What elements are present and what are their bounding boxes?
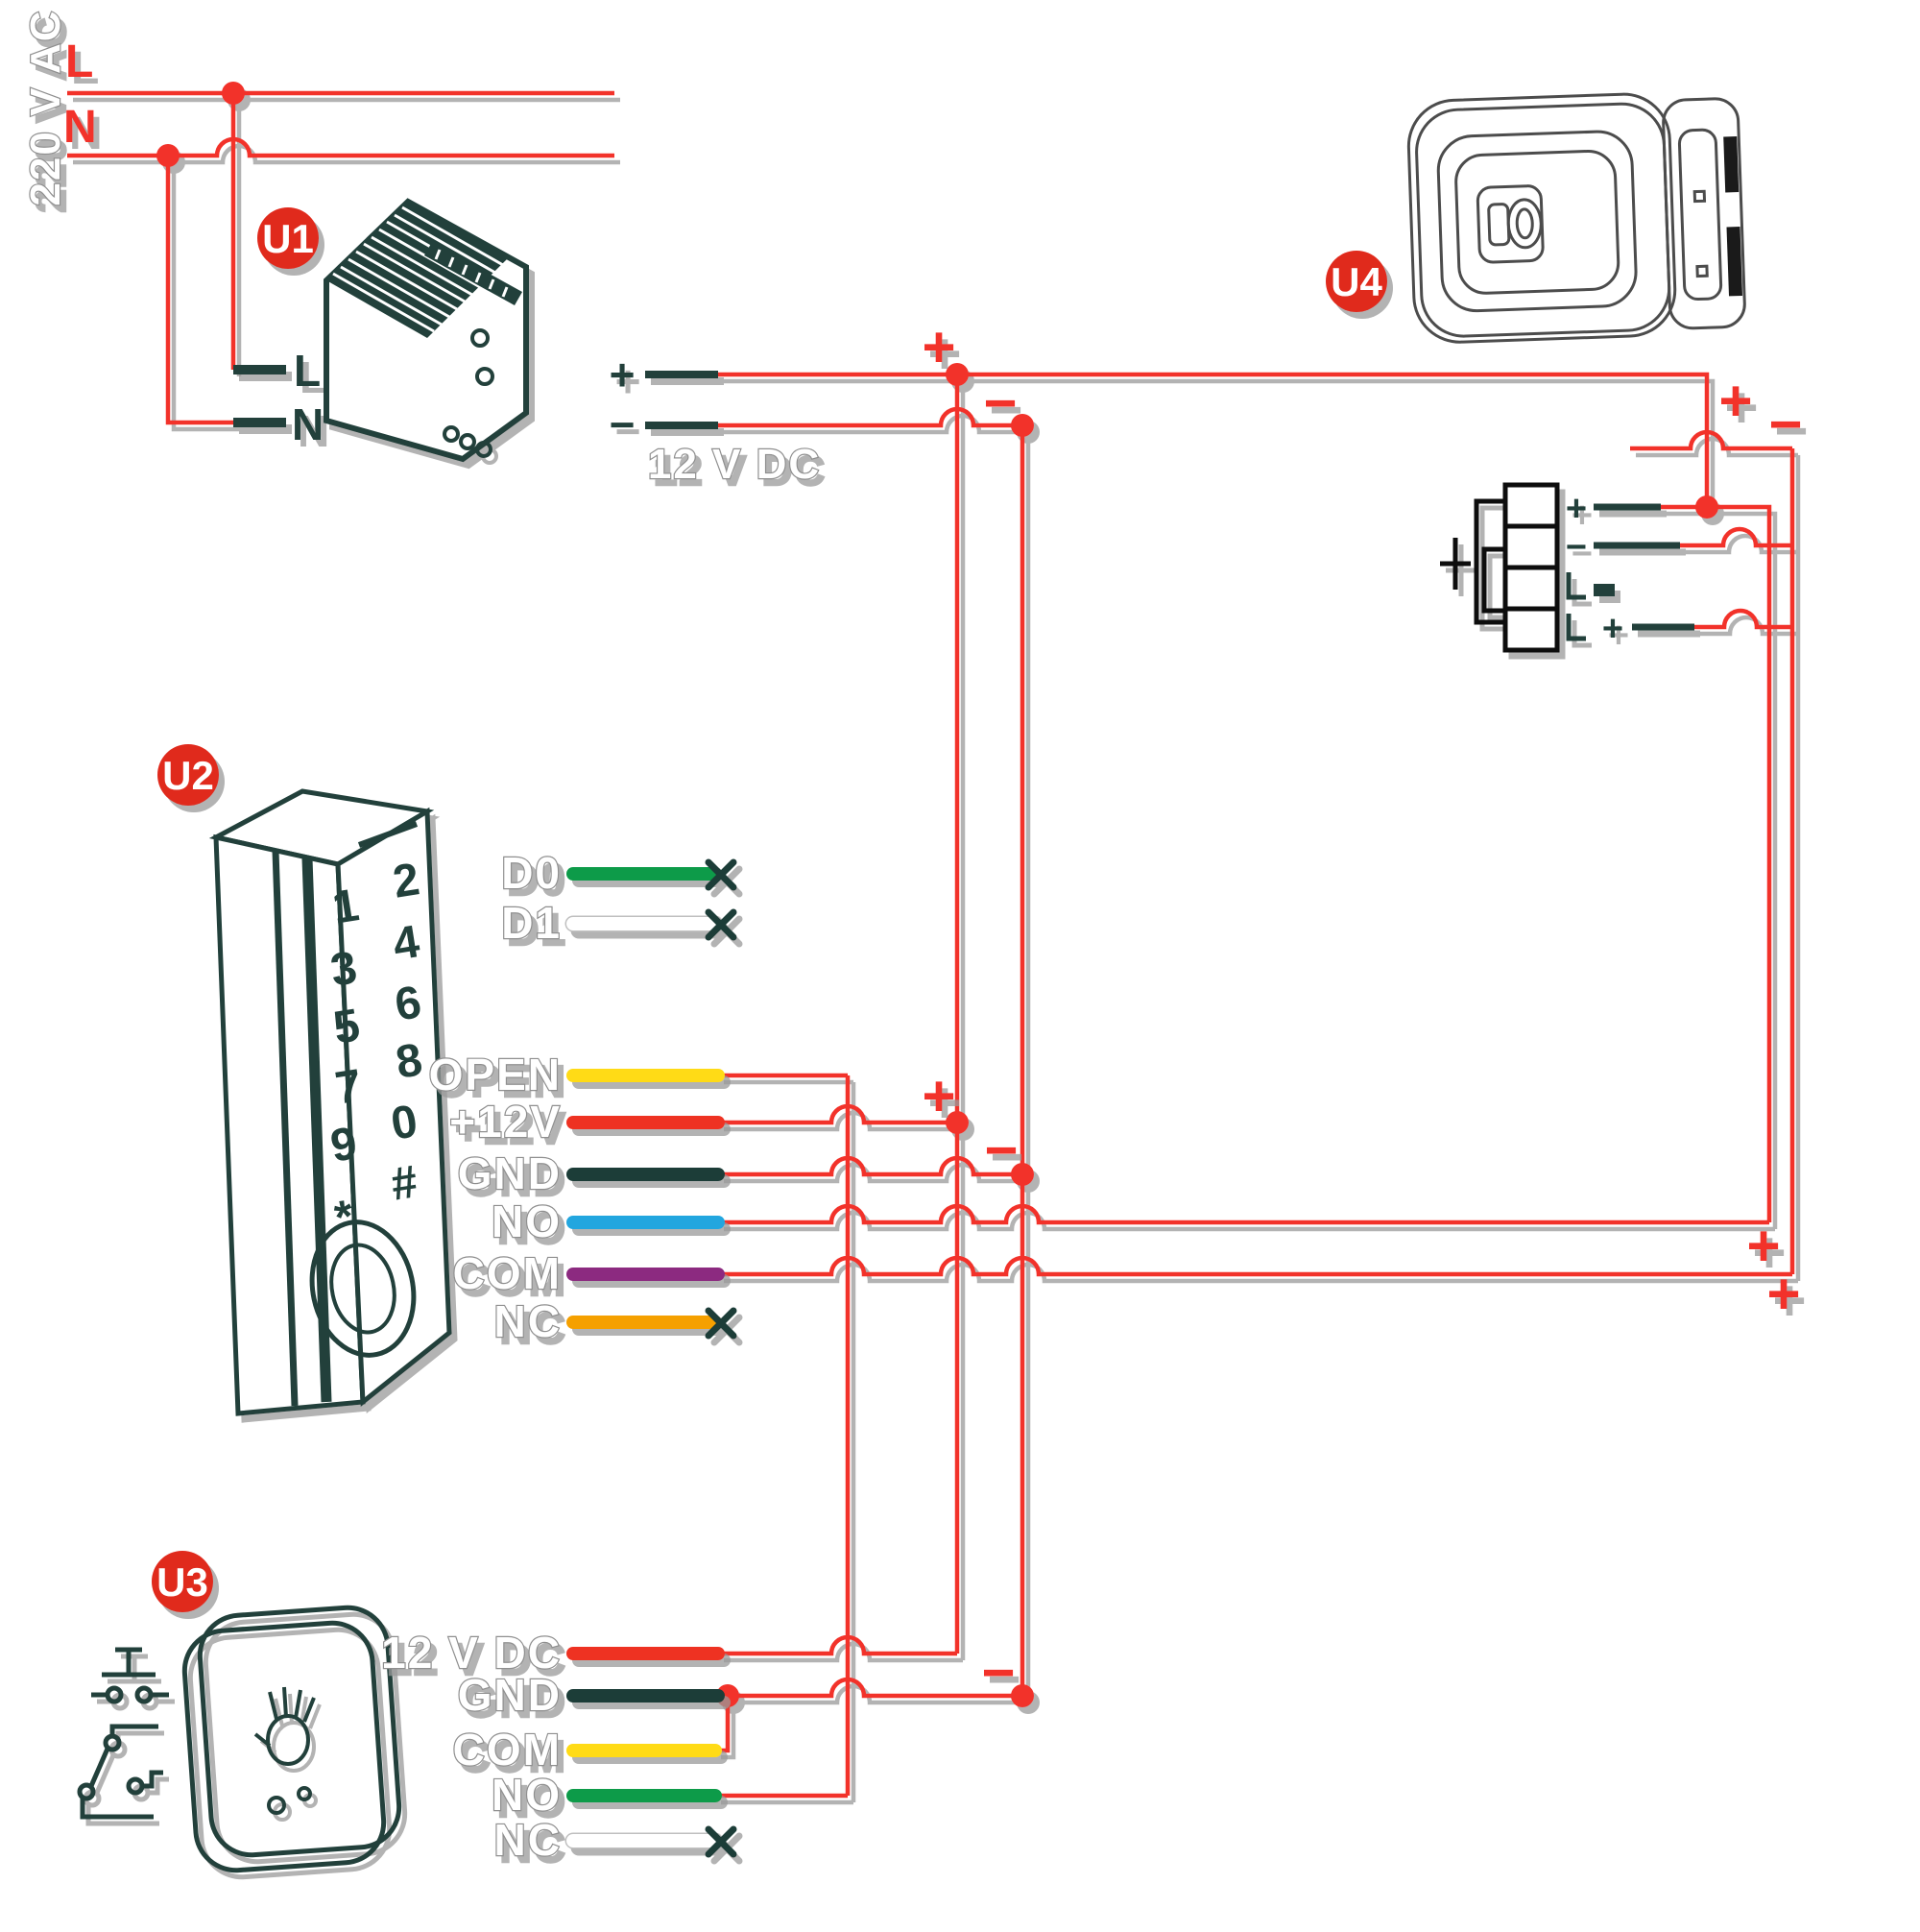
keypad-illustration: 1 2 3 4 5 6 7 8 9 0 * # [208,788,452,1416]
psu-minus-line [718,406,1022,428]
polarity-marks: + − + − + − + + − [922,315,1802,1704]
button-gnd-line [718,1677,1022,1699]
changeover-switch-symbol-icon [77,1724,163,1820]
pushbutton-symbol-icon [91,1647,169,1704]
psu-l-terminal-label: L [294,346,321,396]
button-wire-label-com: COM [453,1725,562,1775]
psu-section: L N + − 12 V DC [233,198,821,489]
lock-pin3-minus-icon [1594,584,1615,596]
psu-output-label: 12 V DC [648,441,821,488]
badge-u2-label: U2 [162,753,214,798]
keypad-wire-label-nc: NC [494,1296,562,1346]
psu-terminal-stubs: L N + − 12 V DC [233,346,821,489]
hand-icon [253,1686,316,1766]
badge-u4-label: U4 [1331,259,1382,304]
lock-illustration [1406,92,1746,344]
not-connected-icon [705,1307,737,1340]
psu-minus-terminal: − [610,399,636,449]
lock-plus-branch [1707,504,1772,1222]
button-wire-label-no: NO [492,1770,562,1820]
plus-mark: + [1718,369,1752,433]
lock-pin2-label: − [1566,527,1587,568]
exit-button-section: U3 12 V DC GND COM NO NC [77,1551,737,1873]
keypad-12v-line [718,1103,957,1125]
plus-mark: + [922,315,955,379]
ac-voltage-label: 220 V AC [22,9,69,205]
badge-u1: U1 [257,207,319,269]
lock-pin4-wire [1694,608,1792,630]
connector-bracket [1474,498,1505,625]
lock-pin2-wire [1680,526,1792,548]
keypad-wire-label-12v: +12V [449,1097,562,1147]
junction-dot [156,144,180,167]
connector-tick-icon [1440,538,1471,590]
keypad-no-line [718,1203,1769,1225]
psu-heatsink-fins [332,205,504,333]
exit-button-illustration [181,1605,402,1873]
minus-mark: − [1768,392,1802,456]
keypad-speaker-slit [357,821,419,848]
not-connected-icon [705,908,737,941]
keypad-gnd-line [718,1155,1022,1177]
minus-mark: − [984,1118,1018,1182]
lock-strike-body [1662,97,1746,330]
psu-terminal-strip [424,242,522,305]
junction-dot [222,82,245,105]
junction-dot [1011,1684,1034,1707]
n-drop-wire [165,156,233,425]
badge-u2: U2 [157,744,219,806]
plus-mark: + [1746,1214,1780,1278]
lock-pin4-label: + [1602,609,1623,649]
keypad-wire-label-open: OPEN [429,1050,562,1099]
badge-u3: U3 [152,1551,213,1612]
not-connected-icon [705,1825,737,1858]
keypad-wire-label-d1: D1 [501,898,562,948]
badge-u3-label: U3 [156,1559,208,1605]
badge-u4: U4 [1326,251,1387,312]
minus-mark: − [983,371,1017,435]
psu-illustration [324,198,529,463]
keypad-wire-label-no: NO [492,1196,562,1246]
red-wiring-network [67,82,1795,1799]
junction-dot [946,1111,969,1134]
psu-plus-terminal: + [610,350,636,399]
button-wire-label-gnd: GND [458,1670,562,1720]
ac-input-labels: 220 V AC L N [21,8,97,207]
keypad-reader-ring [309,1220,417,1358]
ac-line-n [67,136,614,158]
minus-mark: − [981,1640,1015,1704]
lock-pin4-bracket-icon [1566,614,1586,641]
junction-dot [1011,1163,1034,1186]
plus-mark: + [922,1064,955,1128]
button-12v-line [718,1634,957,1656]
keypad-wire-label-d0: D0 [501,848,562,898]
ac-n-label: N [63,102,97,153]
keypad-wire-label-gnd: GND [458,1148,562,1198]
button-wire-label-nc: NC [494,1815,562,1865]
lock-minus-line [1630,429,1792,451]
lock-connector: + − + [1440,482,1694,653]
psu-n-terminal-label: N [292,399,324,449]
plus-mark: + [1766,1262,1800,1326]
lock-section: + − + U4 [1326,92,1746,653]
keypad-wires: D0 D1 OPEN +12V GND NO COM NC [427,847,737,1347]
psu-plus-line [718,372,1710,507]
lock-pin1-label: + [1566,489,1587,529]
keypad-wire-label-com: COM [453,1248,562,1298]
lock-pin3-bracket-icon [1566,572,1586,600]
keypad-section: 1 2 3 4 5 6 7 8 9 0 * # U2 D0 [157,744,737,1416]
not-connected-icon [705,858,737,891]
ac-l-label: L [65,36,93,87]
exit-button-wires: 12 V DC GND COM NO NC [380,1627,737,1866]
button-wire-label-12v: 12 V DC [381,1628,562,1678]
badge-u1-label: U1 [262,216,314,261]
keypad-com-line [718,1255,1792,1277]
lock-cylinder [1506,198,1543,250]
